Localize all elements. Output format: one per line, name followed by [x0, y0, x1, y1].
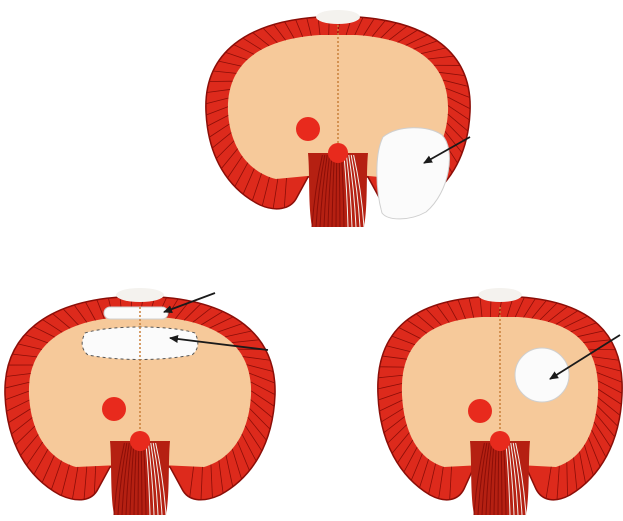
crura [470, 431, 530, 515]
diaphragm-top-panel [206, 10, 470, 227]
esophageal-hiatus [328, 143, 348, 163]
crura [308, 143, 368, 227]
aortic-hiatus [296, 117, 320, 141]
central-tendon-defect [515, 348, 569, 402]
esophageal-hiatus [490, 431, 510, 451]
aortic-hiatus [102, 397, 126, 421]
crura [110, 431, 170, 515]
esophageal-hiatus [130, 431, 150, 451]
aortic-hiatus [468, 399, 492, 423]
sternal-attachment [316, 10, 360, 24]
sternal-attachment [116, 288, 164, 302]
retrosternal-defect [104, 307, 168, 319]
diaphragm-bottom-right-panel [378, 288, 622, 515]
diaphragm-bottom-left-panel [5, 288, 275, 515]
sternal-attachment [478, 288, 522, 302]
